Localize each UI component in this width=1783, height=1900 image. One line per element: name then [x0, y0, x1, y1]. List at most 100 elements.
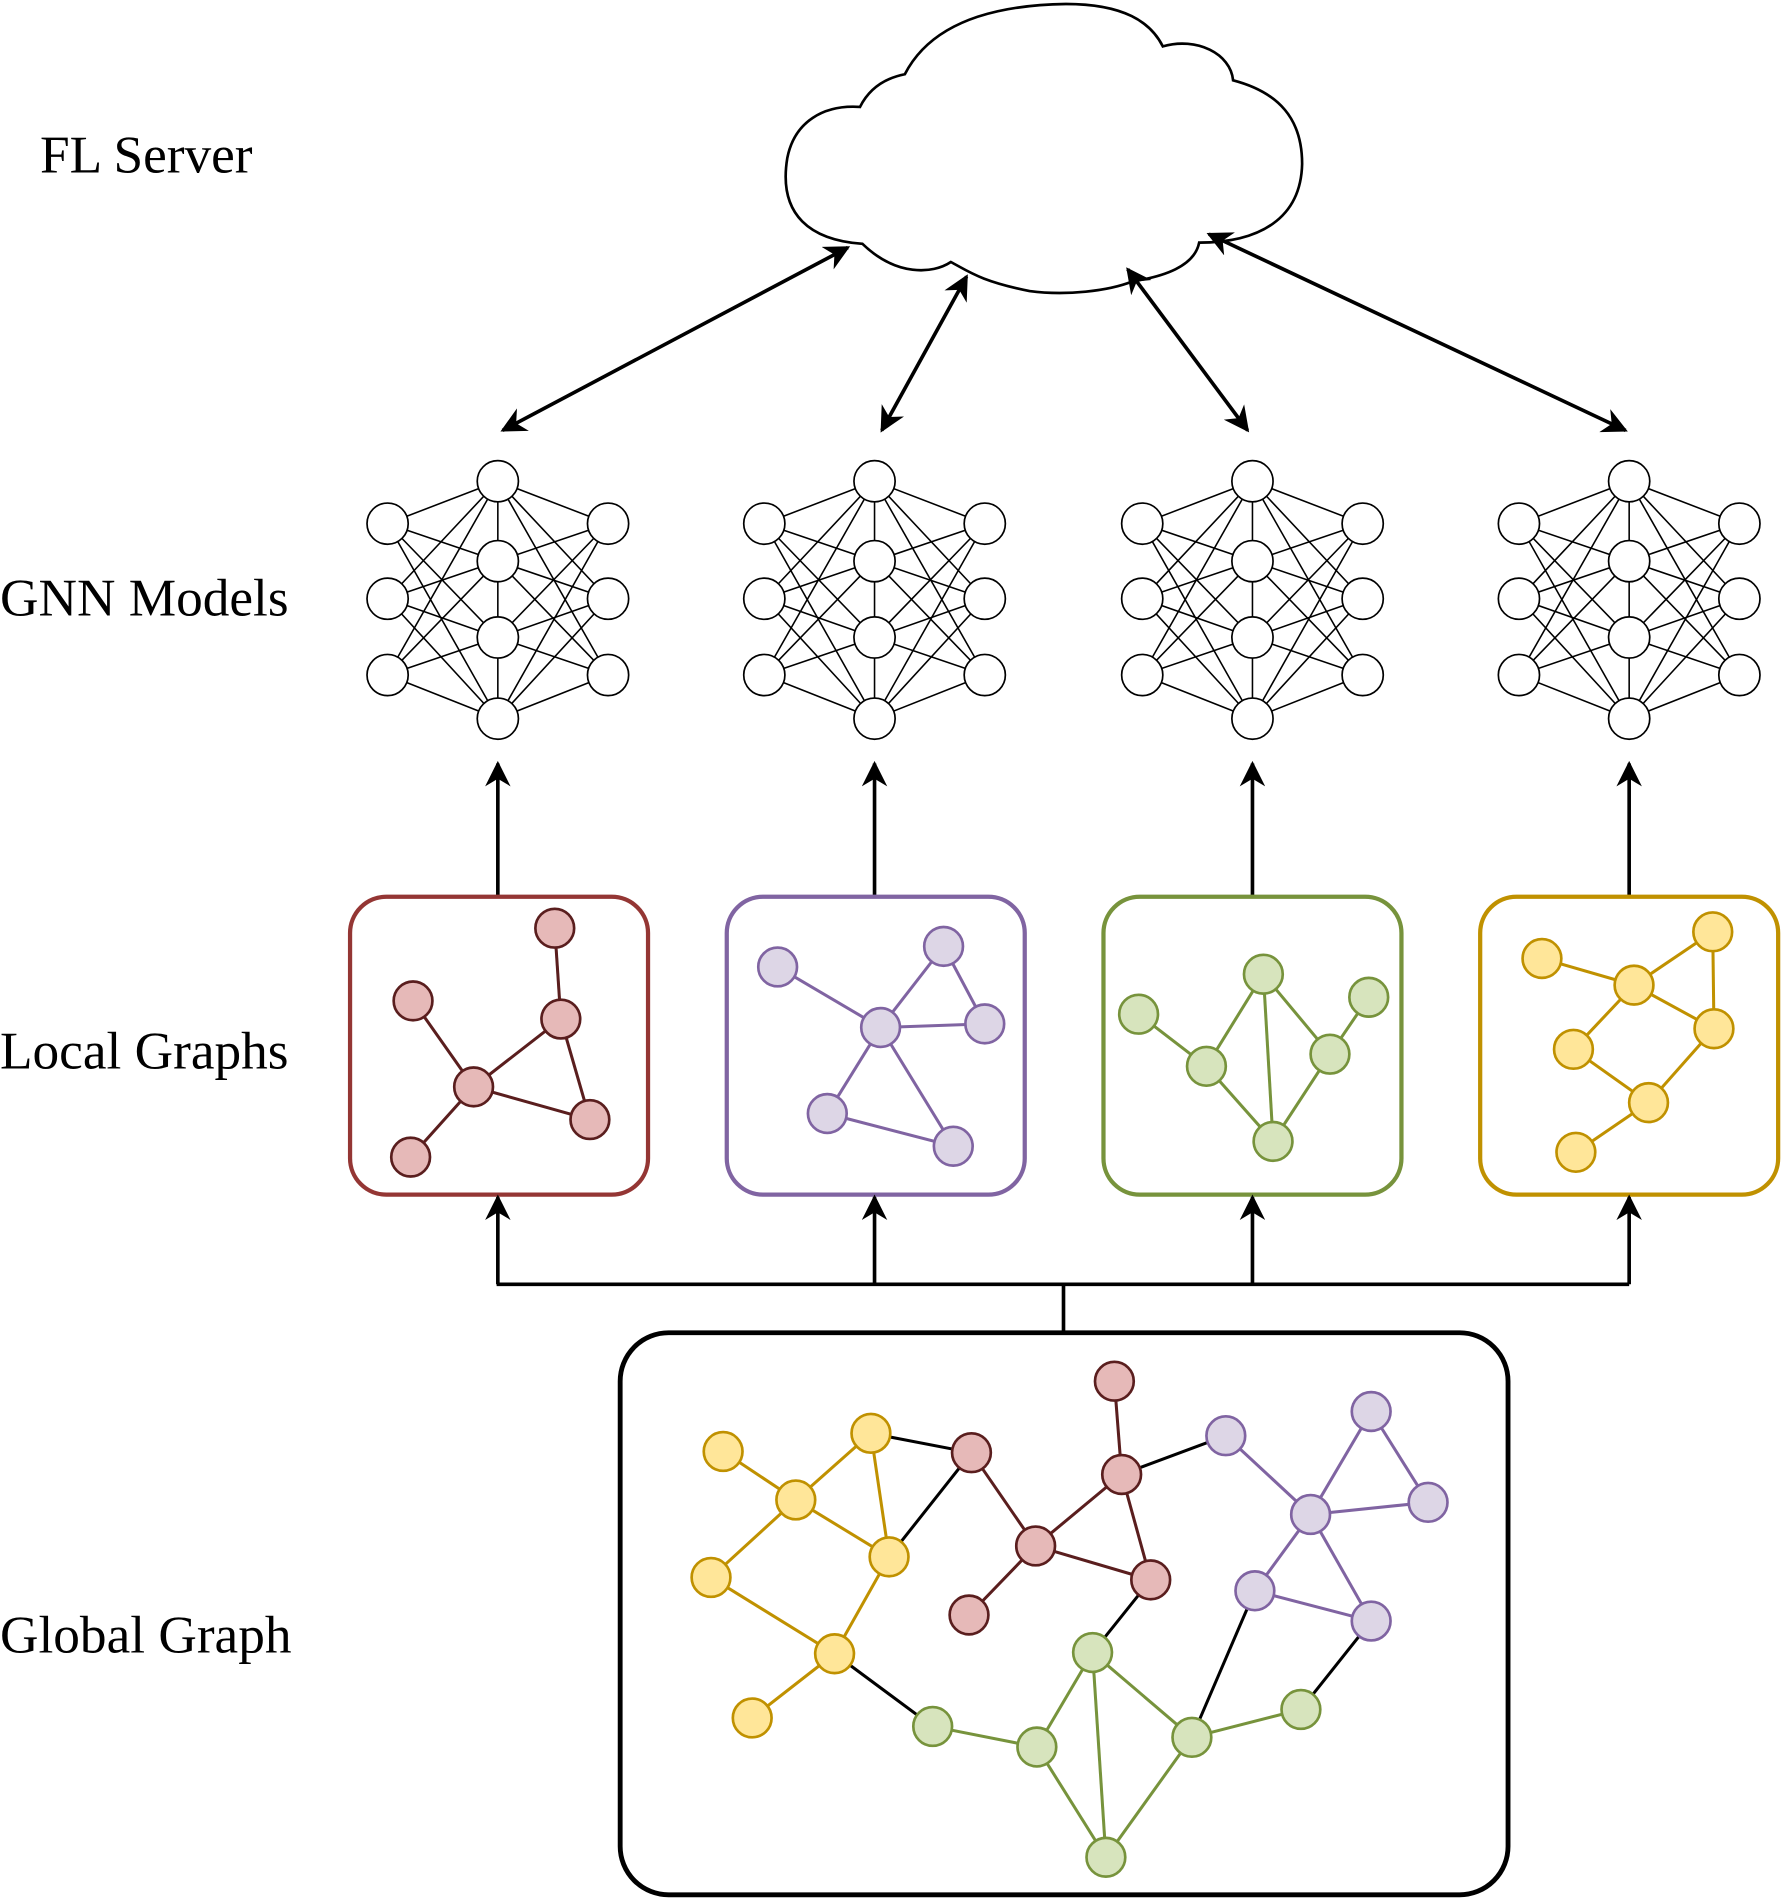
graph-node-yellow	[813, 1633, 856, 1675]
graph-node	[534, 907, 576, 949]
nn-edge	[873, 598, 986, 720]
nn-edge	[387, 598, 499, 720]
nn-edge	[497, 560, 609, 676]
nn-neuron	[963, 577, 1007, 621]
nn-edge	[1518, 480, 1630, 600]
nn-edge	[763, 480, 876, 676]
cross-client-edge	[1190, 1590, 1257, 1738]
nn-neuron	[366, 577, 410, 621]
nn-edge	[1251, 598, 1364, 720]
arrow-server-client-4	[1206, 232, 1628, 433]
graph-node	[1309, 1033, 1351, 1075]
fl-server-cloud-icon[interactable]	[784, 2, 1304, 295]
graph-node	[569, 1098, 611, 1141]
graph-node-purple	[1205, 1415, 1247, 1457]
graph-node	[389, 1136, 432, 1178]
nn-neuron	[1231, 697, 1274, 741]
gnn-model-3[interactable]	[1120, 459, 1385, 741]
graph-node-yellow	[690, 1556, 732, 1599]
nn-edge	[1141, 598, 1254, 720]
nn-neuron	[853, 459, 896, 503]
graph-node-green	[1016, 1726, 1058, 1768]
nn-edge	[763, 523, 876, 720]
graph-node	[859, 1006, 902, 1049]
graph-node-green	[1071, 1631, 1114, 1674]
graph-node	[932, 1125, 974, 1167]
nn-edge	[1518, 523, 1630, 720]
nn-neuron	[1607, 459, 1651, 503]
gnn-model-1[interactable]	[366, 459, 630, 741]
nn-edge	[873, 560, 986, 676]
nn-neuron	[963, 653, 1007, 697]
nn-edge	[1518, 598, 1630, 720]
graph-node	[392, 980, 434, 1022]
graph-node-red	[1014, 1525, 1057, 1567]
nn-neuron	[586, 577, 630, 621]
gnn-models-label: GNN Models	[0, 569, 289, 628]
global-graph-label: Global Graph	[0, 1606, 292, 1665]
arrow-server-client-3	[1126, 267, 1250, 433]
graph-node	[1117, 993, 1160, 1035]
graph-node-purple	[1234, 1570, 1276, 1612]
nn-neuron	[1607, 616, 1651, 659]
arrow-server-client-2	[880, 274, 969, 433]
nn-neuron	[586, 502, 630, 546]
nn-neuron	[1717, 653, 1761, 697]
graph-node-yellow	[868, 1536, 910, 1578]
local-graph-box-yellow[interactable]	[1478, 894, 1781, 1197]
graph-node-green	[1085, 1836, 1127, 1878]
graph-node-green	[911, 1705, 954, 1748]
nn-neuron	[476, 616, 520, 659]
nn-edge	[386, 523, 499, 720]
nn-edge	[1141, 480, 1254, 600]
graph-node-yellow	[775, 1479, 817, 1521]
graph-node	[1521, 937, 1563, 980]
local-graphs	[347, 894, 1781, 1197]
cross-client-edge	[887, 1451, 973, 1558]
nn-neuron	[1231, 539, 1274, 583]
nn-neuron	[742, 502, 786, 546]
nn-neuron	[476, 539, 520, 583]
local-graphs-label: Local Graphs	[0, 1022, 289, 1081]
graph-node	[1693, 1008, 1735, 1050]
local-to-model-arrows	[485, 760, 1642, 897]
graph-node-purple	[1350, 1390, 1392, 1433]
graph-node	[1692, 911, 1734, 953]
nn-edge	[387, 560, 499, 676]
local-graph-green	[1117, 953, 1390, 1163]
nn-neuron	[366, 653, 410, 697]
gnn-models	[366, 459, 1761, 741]
graph-node	[756, 946, 799, 988]
nn-edge	[497, 598, 609, 720]
gnn-model-4[interactable]	[1497, 459, 1761, 741]
graph-node-purple	[1407, 1481, 1449, 1524]
arrow-server-client-1	[500, 245, 851, 432]
nn-neuron	[742, 577, 786, 621]
graph-node	[806, 1092, 849, 1135]
nn-edge	[1628, 480, 1741, 676]
global-to-local-arrows	[485, 1194, 1642, 1333]
nn-edge	[763, 480, 876, 600]
local-graph-purple	[756, 925, 1006, 1167]
nn-neuron	[1231, 459, 1274, 503]
nn-edge	[1628, 480, 1740, 600]
graph-node-red	[950, 1431, 993, 1474]
nn-neuron	[1231, 616, 1274, 659]
local-graph-box-green[interactable]	[1101, 894, 1404, 1197]
nn-neuron	[1120, 577, 1164, 621]
graph-node	[1627, 1081, 1670, 1124]
graph-edge	[879, 1026, 955, 1148]
global-graph-box[interactable]	[617, 1330, 1511, 1898]
nn-edge	[1628, 560, 1740, 676]
nn-neuron	[853, 616, 896, 659]
nn-edge	[386, 480, 499, 676]
gnn-model-2[interactable]	[742, 459, 1007, 741]
graph-node	[922, 925, 965, 968]
nn-neuron	[1341, 502, 1385, 546]
nn-neuron	[366, 502, 410, 546]
graph-node	[1552, 1028, 1595, 1071]
graph-node	[1348, 976, 1390, 1018]
nn-edge	[387, 480, 499, 600]
graph-edge	[869, 1433, 891, 1558]
